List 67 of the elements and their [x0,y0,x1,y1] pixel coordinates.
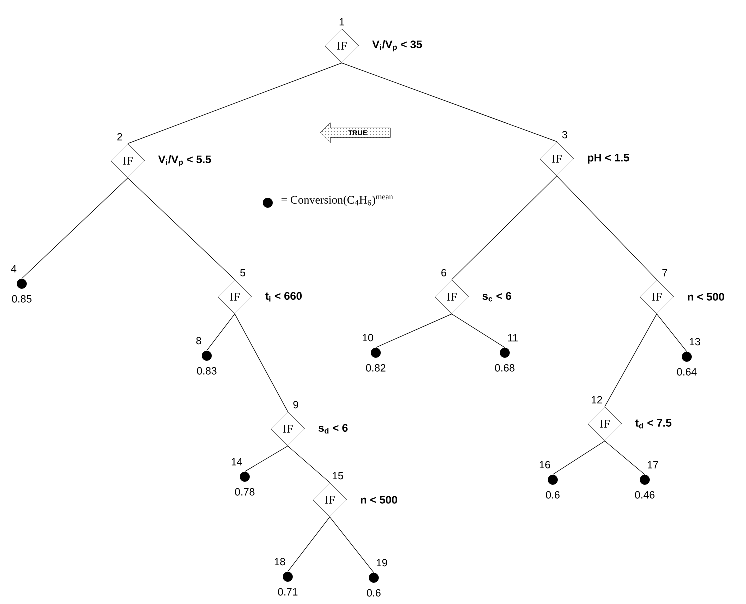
branch-line [330,516,374,574]
node-number: 10 [362,334,374,342]
node-number: 7 [662,269,668,277]
node-number: 13 [690,338,700,346]
leaf-dot [500,348,510,358]
branch-line [128,178,236,280]
node-number: 9 [294,401,298,409]
leaf-value: 0.78 [235,488,255,496]
node-number: 2 [118,133,122,141]
node-number: 12 [592,396,602,404]
condition-label: t$_{d}$ < 7.5 [636,419,672,429]
node-number: 3 [562,131,568,139]
leaf-value: 0.6 [367,589,381,597]
leaf-value: 0.71 [278,588,298,596]
leaf-dot [202,351,212,361]
branch-line [604,440,646,476]
legend-text: = Conversion(C$_{4}$H$_{6}$)$^{mean}$ [282,196,394,206]
leaf-value: 0.68 [495,364,515,372]
condition-label: s$_{d}$ < 6 [318,424,348,434]
branch-line [22,178,128,280]
branch-line [128,62,342,144]
leaf-dot [548,475,558,485]
node-number: 6 [442,269,446,277]
branch-line [288,516,330,572]
leaf-dot [640,475,650,485]
branch-line [206,314,236,352]
leaf-value: 0.46 [635,491,655,499]
node-number: 15 [332,472,344,480]
node-number: 16 [540,461,550,469]
node-number: 14 [232,458,242,466]
node-number: 17 [648,461,658,469]
leaf-dot [369,573,379,583]
condition-label: V$_{i}$/V$_{p}$ < 35 [372,40,422,52]
node-number: 4 [11,265,17,273]
branch-line [604,314,658,408]
leaf-dot [371,348,381,358]
condition-label: n < 500 [688,293,724,301]
leaf-value: 0.82 [366,364,386,372]
branch-line [376,314,452,348]
branch-line [288,446,330,484]
node-number: 8 [196,337,202,345]
branch-line [452,176,558,280]
leaf-value: 0.64 [677,368,697,376]
leaf-dot [682,352,692,362]
branch-line [452,314,506,348]
condition-label: V$_{i}$/V$_{p}$ < 5.5 [158,155,212,167]
leaf-value: 0.83 [197,367,217,375]
branch-line [244,446,288,472]
branch-line [552,440,606,476]
node-number: 1 [340,18,344,26]
leaf-dot [283,572,293,582]
branch-line [656,314,688,352]
node-number: 11 [508,334,518,342]
node-number: 19 [376,559,388,567]
condition-label: n < 500 [361,496,398,504]
condition-label: pH < 1.5 [588,154,630,164]
node-number: 5 [240,269,246,277]
leaf-dot [240,472,250,482]
condition-label: s$_{c}$ < 6 [482,292,512,302]
branch-line [234,314,288,412]
condition-label: t$_{i}$ < 660 [266,292,302,302]
leaf-value: 0.85 [12,295,32,303]
branch-line [342,62,558,142]
leaf-value: 0.6 [546,491,560,499]
leaf-dot [17,279,27,289]
node-number: 18 [274,558,286,566]
branch-line [556,176,658,280]
